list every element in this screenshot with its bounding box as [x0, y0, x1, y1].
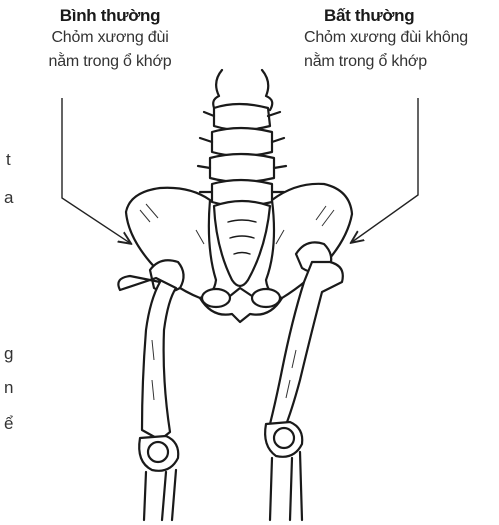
- normal-pointer-arrow: [62, 98, 130, 243]
- left-obturator-foramen: [202, 289, 230, 307]
- right-obturator-foramen: [252, 289, 280, 307]
- right-patella: [274, 428, 294, 448]
- lumbar-vertebra-1: [214, 104, 270, 130]
- left-patella: [148, 442, 168, 462]
- left-tibia: [144, 470, 176, 520]
- sacrum: [214, 201, 270, 286]
- lumbar-vertebra-3: [210, 154, 274, 182]
- abnormal-pointer-arrow: [352, 98, 418, 242]
- right-tibia: [270, 452, 302, 520]
- left-femur: [118, 276, 176, 440]
- lumbar-vertebra-2: [212, 128, 272, 156]
